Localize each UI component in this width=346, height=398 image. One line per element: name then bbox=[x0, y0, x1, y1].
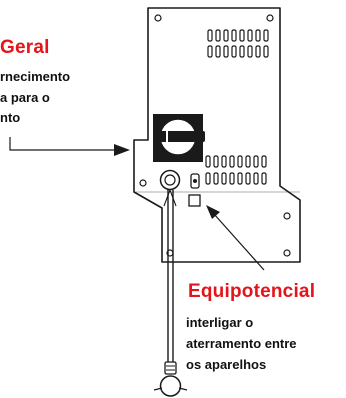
left-line-1: rnecimento bbox=[0, 69, 71, 84]
mount-hole-top-left bbox=[154, 14, 162, 22]
left-line-2: a para o bbox=[0, 90, 50, 105]
ground-terminal bbox=[190, 173, 200, 189]
mount-hole-top-right bbox=[266, 14, 274, 22]
right-title: Equipotencial bbox=[188, 281, 316, 302]
right-line-2: aterramento entre bbox=[186, 336, 297, 351]
left-title: Geral bbox=[0, 37, 50, 58]
right-line-3: os aparelhos bbox=[186, 357, 267, 372]
vent-grille-lower bbox=[205, 155, 267, 185]
mount-hole-bottom-right bbox=[283, 249, 291, 257]
mount-hole-side-left bbox=[139, 179, 147, 187]
left-line-3: nto bbox=[0, 110, 21, 125]
right-line-1: interligar o bbox=[186, 315, 254, 330]
arrow-left-callout bbox=[9, 137, 130, 156]
arrow-equipotential bbox=[206, 205, 265, 271]
mount-hole-side-right bbox=[283, 212, 291, 220]
main-rotary-switch bbox=[153, 114, 205, 162]
power-cable bbox=[153, 190, 188, 397]
equipotential-terminal bbox=[188, 194, 201, 207]
cabinet-body bbox=[133, 7, 301, 263]
cable-gland bbox=[159, 169, 181, 207]
vent-grille-upper bbox=[207, 29, 269, 58]
